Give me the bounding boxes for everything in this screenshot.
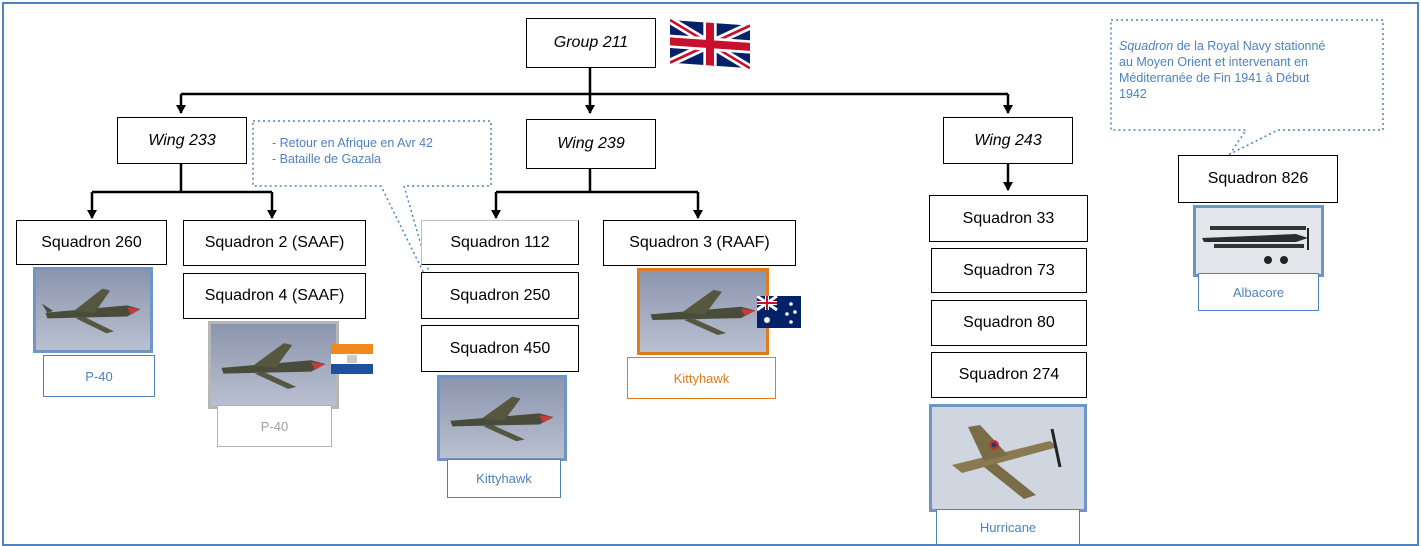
kittyhawk-raaf-caption: Kittyhawk [627,357,776,399]
kittyhawk-photo [437,375,567,461]
squadron-826-box: Squadron 826 [1178,155,1338,203]
wing-239-box: Wing 239 [526,119,656,169]
albacore-photo [1193,205,1324,277]
p40-photo [33,267,153,353]
albacore-caption: Albacore [1198,273,1319,311]
squadron-450-box: Squadron 450 [421,325,579,372]
australia-flag-icon [756,294,801,333]
squadron-112-box: Squadron 112 [421,220,579,265]
squadron-80-box: Squadron 80 [931,300,1087,346]
squadron-2-saaf-box: Squadron 2 (SAAF) [183,220,366,266]
squadron-250-box: Squadron 250 [421,272,579,319]
gazala-note: - Retour en Afrique en Avr 42 - Bataille… [272,136,433,166]
squadron-73-box: Squadron 73 [931,248,1087,293]
squadron-33-box: Squadron 33 [929,195,1088,242]
squadron-3-raaf-box: Squadron 3 (RAAF) [603,220,796,266]
navy-note: Squadron de la Royal Navy stationné au M… [1119,39,1326,101]
squadron-274-box: Squadron 274 [931,352,1087,398]
p40-caption: P-40 [43,355,155,397]
kittyhawk-caption: Kittyhawk [447,459,561,498]
wing-233-box: Wing 233 [117,117,247,164]
south-africa-flag-icon [331,344,373,379]
p40-photo-saaf [208,321,339,409]
squadron-4-saaf-box: Squadron 4 (SAAF) [183,273,366,319]
p40-saaf-caption: P-40 [217,405,332,447]
kittyhawk-raaf-photo [637,268,769,355]
union-jack-flag-icon [668,16,752,75]
squadron-260-box: Squadron 260 [16,220,167,265]
hurricane-photo [929,404,1087,512]
hurricane-caption: Hurricane [936,509,1080,545]
group-211-box: Group 211 [526,18,656,68]
wing-243-box: Wing 243 [943,117,1073,164]
